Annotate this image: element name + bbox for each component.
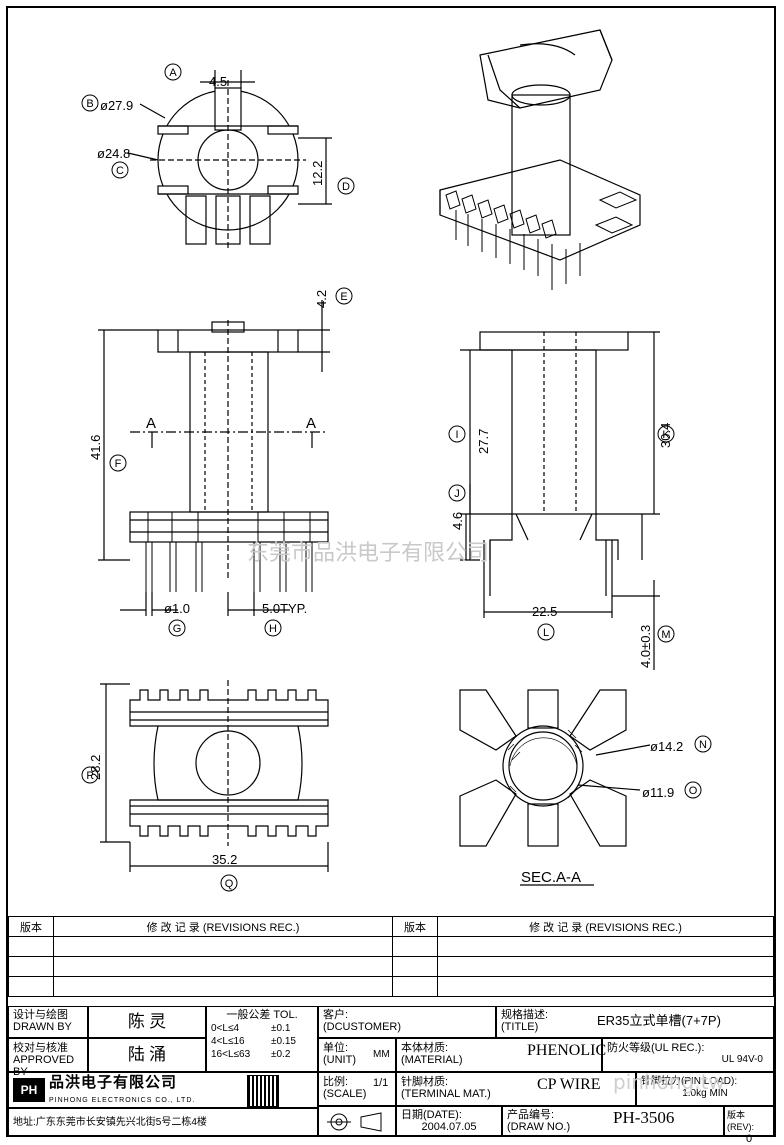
dim-l: 22.5 [532, 604, 557, 619]
dim-n: ø14.2 [650, 739, 683, 754]
material-value: PHENOLIC [527, 1042, 607, 1059]
table-row [8, 936, 774, 957]
material-en: (MATERIAL) [401, 1054, 463, 1066]
dim-a: 4.5 [209, 74, 227, 89]
terminal-cn: 针脚材质: [401, 1076, 449, 1088]
date-value: 2004.07.05 [421, 1121, 477, 1133]
drawn-by-en: DRAWN BY [13, 1021, 72, 1033]
pin-load-value: 1.0kg MIN [682, 1088, 728, 1099]
draw-no-value: PH-3506 [613, 1108, 675, 1127]
customer-en: (DCUSTOMER) [323, 1021, 402, 1033]
tolerance-box: 一般公差 TOL. 0<L≤4±0.1 4<L≤16±0.15 16<L≤63±… [206, 1006, 318, 1072]
table-row [8, 976, 774, 997]
terminal-en: (TERMINAL MAT.) [401, 1088, 491, 1100]
section-label: SEC.A-A [521, 869, 581, 886]
ref-i: I [455, 429, 458, 441]
top-view [127, 70, 332, 250]
dim-p: 28.2 [88, 755, 103, 780]
reference-markers [81, 63, 712, 892]
rev-cn: 版本(REV): [727, 1110, 754, 1132]
designer-name: 陈 灵 [88, 1006, 206, 1038]
dim-q: 35.2 [212, 852, 237, 867]
ref-g: G [173, 623, 182, 635]
dim-i: 27.7 [476, 429, 491, 454]
ref-l: L [543, 627, 549, 639]
ul-rating-cn: 防火等级(UL REC.): [607, 1042, 705, 1054]
rev-header-3: 版本 [392, 916, 438, 937]
unit-en: (UNIT) [323, 1054, 356, 1066]
rev-header-2: 修 改 记 录 (REVISIONS REC.) [53, 916, 393, 937]
tolerance-title: 一般公差 TOL. [226, 1009, 298, 1021]
company-name-en: PINHONG ELECTRONICS CO., LTD. [49, 1097, 196, 1104]
dim-b: ø27.9 [100, 98, 133, 113]
dim-e: 4.2 [314, 290, 329, 308]
dim-h: 5.0TYP. [262, 601, 307, 616]
dim-f: 41.6 [88, 435, 103, 460]
approved-by-cn: 校对与核准 [13, 1042, 68, 1054]
scale-en: (SCALE) [323, 1088, 367, 1100]
tolerance-row: 4<L≤16±0.15 [211, 1036, 296, 1047]
dim-j: 4.6 [450, 512, 465, 530]
terminal-value: CP WIRE [537, 1076, 601, 1093]
ref-o: O [689, 785, 698, 797]
projection-symbol-icon [318, 1106, 396, 1137]
section-letter-left: A [146, 415, 156, 432]
pin-load-cn: 针脚拉力(PIN LOAD): [641, 1076, 738, 1087]
watermark-url: pinhong.tw [613, 1070, 725, 1094]
ul-rating-value: UL 94V-0 [721, 1054, 763, 1065]
approver-name: 陆 涌 [88, 1038, 206, 1072]
unit-value: MM [373, 1049, 390, 1060]
tolerance-row: 16<L≤63±0.2 [211, 1049, 291, 1060]
side-view [460, 331, 660, 670]
spec-value: ER35立式单槽(7+7P) [597, 1013, 721, 1028]
unit-cn: 单位: [323, 1042, 349, 1054]
watermark-text: 东莞市品洪电子有限公司 [247, 541, 490, 566]
dim-d: 12.2 [310, 161, 325, 186]
scale-cn: 比例: [323, 1076, 349, 1088]
ref-a: A [169, 67, 177, 79]
ref-h: H [269, 623, 277, 635]
rev-header-1: 版本 [8, 916, 54, 937]
draw-no-en: (DRAW NO.) [507, 1121, 571, 1133]
dim-g: ø1.0 [164, 601, 190, 616]
table-row [8, 956, 774, 977]
dim-c: ø24.8 [97, 146, 130, 161]
company-box: PH 品洪电子有限公司 PINHONG ELECTRONICS CO., LTD… [8, 1072, 318, 1108]
company-name-cn: 品洪电子有限公司 [49, 1074, 178, 1091]
ref-e: E [340, 291, 347, 303]
tolerance-row: 0<L≤4±0.1 [211, 1023, 291, 1034]
drawn-by-cn: 设计与绘图 [13, 1009, 68, 1021]
ref-f: F [115, 458, 122, 470]
rev-header-4: 修 改 记 录 (REVISIONS REC.) [437, 916, 774, 937]
ref-k: K [662, 429, 670, 441]
draw-no-cn: 产品编号: [507, 1109, 555, 1121]
isometric-view [439, 29, 641, 290]
ref-p: P [86, 770, 93, 782]
ref-m: M [661, 629, 670, 641]
ref-c: C [116, 165, 124, 177]
ref-j: J [454, 488, 460, 500]
ref-b: B [86, 98, 93, 110]
revisions-table: 版本 修 改 记 录 (REVISIONS REC.) 版本 修 改 记 录 (… [8, 916, 774, 997]
material-cn: 本体材质: [401, 1042, 449, 1054]
section-letter-right: A [306, 415, 316, 432]
company-logo: PH [13, 1078, 45, 1102]
ref-q: Q [225, 878, 234, 890]
qr-code-icon [247, 1075, 279, 1107]
customer-cn: 客户: [323, 1009, 349, 1021]
ref-d: D [342, 181, 350, 193]
rev-value: 0 [745, 1133, 753, 1145]
bottom-view [100, 680, 329, 872]
front-view [98, 300, 330, 616]
date-cn: 日期(DATE): [401, 1109, 462, 1121]
dim-o: ø11.9 [642, 785, 674, 800]
scale-value: 1/1 [373, 1077, 389, 1089]
ref-n: N [699, 739, 707, 751]
company-address: 地址:广东东莞市长安镇先兴北街5号二栋4楼 [8, 1108, 318, 1137]
section-view [459, 689, 651, 886]
spec-cn: 规格描述: [501, 1009, 549, 1021]
spec-en: (TITLE) [501, 1021, 539, 1033]
dim-m: 4.0±0.3 [638, 625, 653, 668]
